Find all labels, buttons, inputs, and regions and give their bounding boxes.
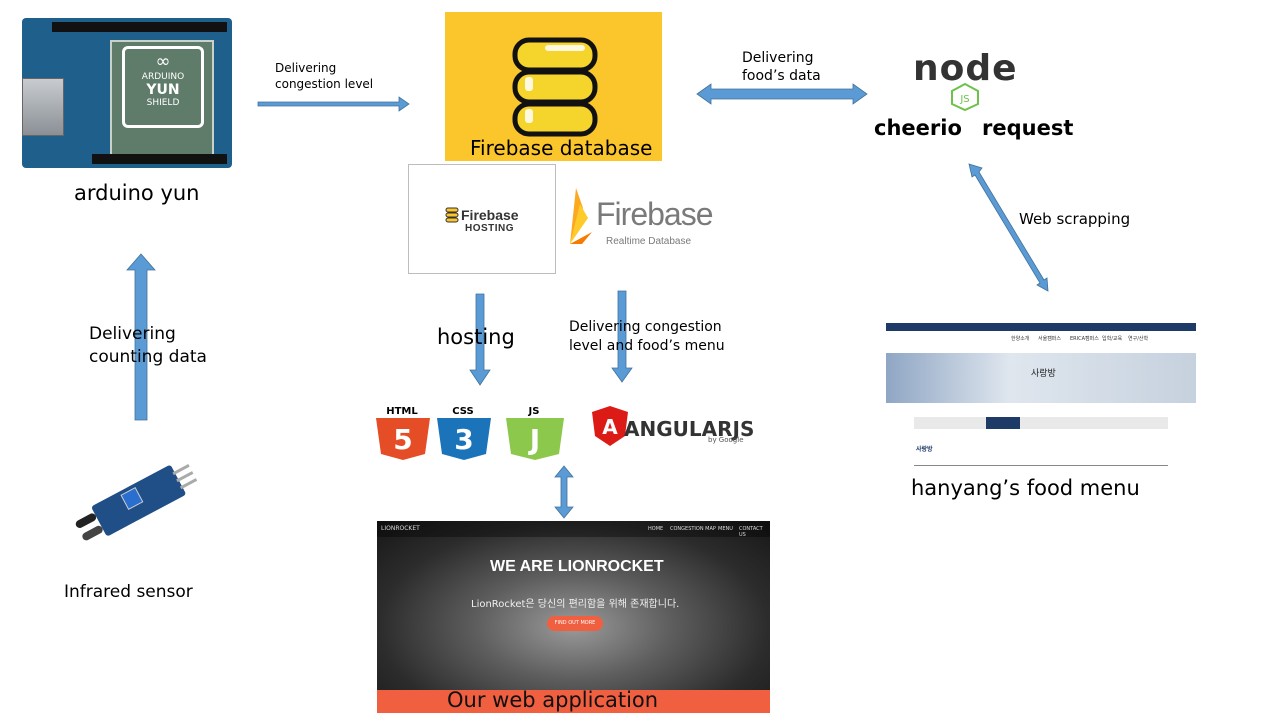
web-hero-subtitle: LionRocket은 당신의 편리함을 위해 존재합니다. — [471, 599, 680, 610]
arrow-tech-web — [554, 465, 574, 519]
arrow-arduino-to-firebase — [257, 96, 410, 112]
arduino-infinity-icon: ∞ — [155, 51, 171, 72]
hanyang-section-title: 사랑방 — [916, 446, 933, 453]
label-web-scrapping: Web scrapping — [1019, 210, 1131, 228]
arduino-logo: ∞ ARDUINO YUN SHIELD — [122, 46, 204, 128]
label-sensor-to-arduino: Delivering counting data — [89, 324, 207, 367]
arrow-sensor-to-arduino — [126, 253, 156, 421]
angular-shield-icon — [592, 406, 628, 446]
nodejs-hexagon-icon: JS — [951, 83, 979, 111]
arduino-logo-model: YUN — [146, 82, 180, 98]
ethernet-port — [22, 78, 64, 136]
hanyang-nav-item: 한양소개 — [1011, 336, 1030, 342]
firebase-hosting-logo: Firebase HOSTING — [408, 164, 556, 274]
hanyang-active-tab — [986, 417, 1020, 429]
nodejs-logo: node — [913, 48, 1018, 89]
web-brand: LIONROCKET — [381, 525, 420, 532]
hanyang-nav-item: 서울캠퍼스 — [1038, 336, 1062, 342]
web-nav-item: MENU — [718, 526, 733, 532]
web-nav-item: CONGESTION MAP — [670, 526, 716, 532]
angular-by-google: by Google — [708, 436, 744, 444]
web-caption-bar — [377, 690, 770, 713]
hanyang-banner — [886, 353, 1196, 403]
hanyang-nav-item: ERICA캠퍼스 — [1070, 336, 1099, 342]
css3-icon — [437, 418, 491, 460]
firebase-hosting-icon — [445, 207, 459, 223]
web-application-label: Our web application — [447, 688, 659, 712]
hanyang-divider — [914, 465, 1168, 466]
hanyang-page-title: 사랑방 — [1031, 369, 1056, 379]
hanyang-nav-item: 입학/교육 — [1102, 336, 1123, 342]
pin-header-bottom — [92, 154, 227, 164]
firebase-realtime-title: Firebase — [596, 196, 713, 232]
tech-logos: HTML 5 CSS 3 JS J A ANGULARJS by Google — [376, 406, 754, 460]
hanyang-nav-item: 연구/산학 — [1128, 336, 1149, 342]
arduino-label: arduino yun — [74, 181, 200, 205]
web-application-screenshot: LIONROCKET HOME CONGESTION MAP MENU CONT… — [377, 521, 770, 713]
sensor-label: Infrared sensor — [64, 582, 193, 602]
database-icon — [512, 37, 598, 137]
hanyang-website-screenshot: 한양소개 서울캠퍼스 ERICA캠퍼스 입학/교육 연구/산학 사랑방 사랑방 — [886, 323, 1196, 471]
angular-label: ANGULARJS — [624, 417, 754, 441]
label-firebase-node: Delivering food’s data — [742, 50, 821, 84]
label-firebase-to-web: Delivering congestion level and food’s m… — [569, 319, 725, 354]
label-arduino-to-firebase: Delivering congestion level — [275, 61, 374, 91]
web-nav-item: HOME — [648, 526, 664, 532]
web-nav-item: CONTACT US — [739, 526, 763, 538]
firebase-hosting-subtitle: HOSTING — [465, 223, 515, 234]
hanyang-tabs — [914, 417, 1168, 429]
firebase-hosting-title: Firebase — [461, 207, 519, 223]
firebase-flame-icon — [570, 188, 592, 244]
firebase-realtime-subtitle: Realtime Database — [606, 236, 692, 247]
arrow-firebase-node — [696, 83, 868, 105]
request-label: request — [982, 116, 1074, 140]
html5-number: 5 — [393, 423, 412, 456]
arduino-yun-image: ∞ ARDUINO YUN SHIELD — [22, 18, 232, 168]
nodejs-badge-text: JS — [959, 94, 969, 105]
css3-number: 3 — [454, 423, 473, 456]
infrared-sensor-image — [75, 464, 198, 541]
arduino-logo-brand: ARDUINO — [141, 72, 185, 82]
arrow-web-scrapping — [968, 163, 1049, 292]
arrow-firebase-to-web — [611, 290, 633, 383]
arduino-logo-sub: SHIELD — [146, 98, 180, 108]
svg-text:A: A — [602, 415, 618, 439]
js-label: JS — [528, 406, 540, 417]
web-navbar — [377, 521, 770, 537]
html5-icon — [376, 418, 430, 460]
html-label: HTML — [386, 406, 418, 417]
wifi-module — [110, 40, 214, 156]
firebase-database-label: Firebase database — [470, 136, 653, 160]
firebase-database-image — [445, 12, 662, 161]
label-hosting: hosting — [437, 325, 515, 349]
hanyang-topbar — [886, 323, 1196, 331]
hanyang-label: hanyang’s food menu — [911, 476, 1140, 500]
js-icon — [506, 418, 564, 460]
find-out-more-button: FIND OUT MORE — [547, 616, 603, 631]
pin-header-top — [52, 22, 227, 32]
css-label: CSS — [452, 406, 473, 417]
cheerio-label: cheerio — [874, 116, 962, 140]
web-hero-title: WE ARE LIONROCKET — [490, 558, 664, 575]
js-letter: J — [528, 423, 540, 456]
arrow-hosting — [469, 293, 491, 386]
